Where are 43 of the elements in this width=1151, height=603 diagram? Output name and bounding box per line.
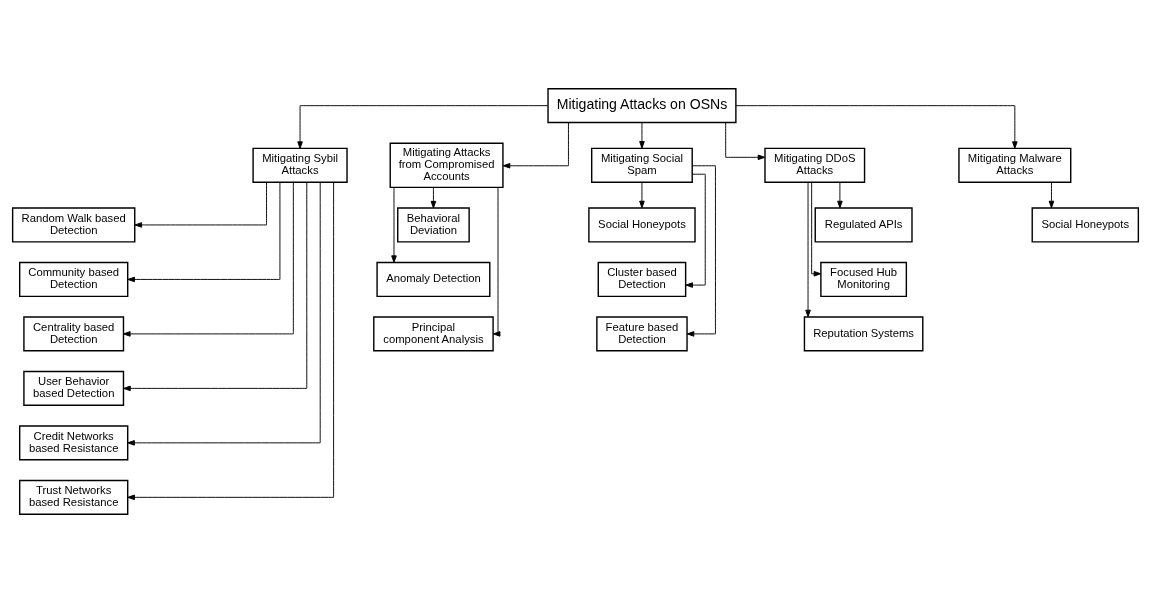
node-box: Social Honeypots	[588, 207, 696, 243]
node-box: Feature based Detection	[596, 316, 688, 352]
arrow	[391, 187, 397, 263]
arrow	[639, 181, 645, 209]
arrow	[686, 165, 716, 337]
node-box: Mitigating Sybil Attacks	[252, 147, 348, 183]
node-box: User Behavior based Detection	[23, 370, 125, 406]
node-box: Community based Detection	[19, 261, 129, 298]
arrow	[134, 181, 267, 228]
arrow	[127, 181, 321, 446]
arrow	[811, 181, 822, 277]
node-box: Cluster based Detection	[597, 261, 687, 298]
arrow	[127, 181, 281, 283]
arrow	[123, 181, 294, 337]
arrow	[502, 122, 569, 169]
node-box: Mitigating Malware Attacks	[958, 147, 1072, 183]
arrow	[1048, 181, 1055, 209]
node-box: Principal component Analysis	[373, 316, 494, 352]
arrow	[430, 187, 437, 209]
arrow	[297, 105, 549, 149]
node-box: Trust Networks based Resistance	[19, 479, 129, 515]
node-box: Centrality based Detection	[23, 316, 125, 352]
node-box: Random Walk based Detection	[11, 207, 136, 243]
arrow	[725, 122, 766, 161]
arrow	[837, 181, 843, 209]
node-box: Credit Networks based Resistance	[19, 425, 129, 461]
node-box: Regulated APIs	[814, 207, 913, 243]
arrow	[735, 105, 1018, 149]
node-box: Mitigating DDoS Attacks	[764, 147, 866, 183]
node-box: Focused Hub Monitoring	[820, 261, 908, 298]
node-box: Mitigating Attacks on OSNs	[547, 88, 737, 124]
arrow	[123, 181, 308, 392]
arrow	[685, 173, 706, 288]
node-box: Mitigating Attacks from Compromised Accounts	[389, 142, 504, 189]
arrow	[805, 181, 811, 318]
node-box: Behavioral Deviation	[397, 207, 470, 243]
arrow	[127, 181, 335, 501]
node-box: Reputation Systems	[803, 316, 924, 352]
arrow	[639, 122, 645, 149]
node-box: Anomaly Detection	[376, 261, 491, 298]
node-box: Social Honeypots	[1031, 207, 1140, 243]
node-box: Mitigating Social Spam	[591, 147, 693, 183]
arrow	[492, 187, 501, 337]
